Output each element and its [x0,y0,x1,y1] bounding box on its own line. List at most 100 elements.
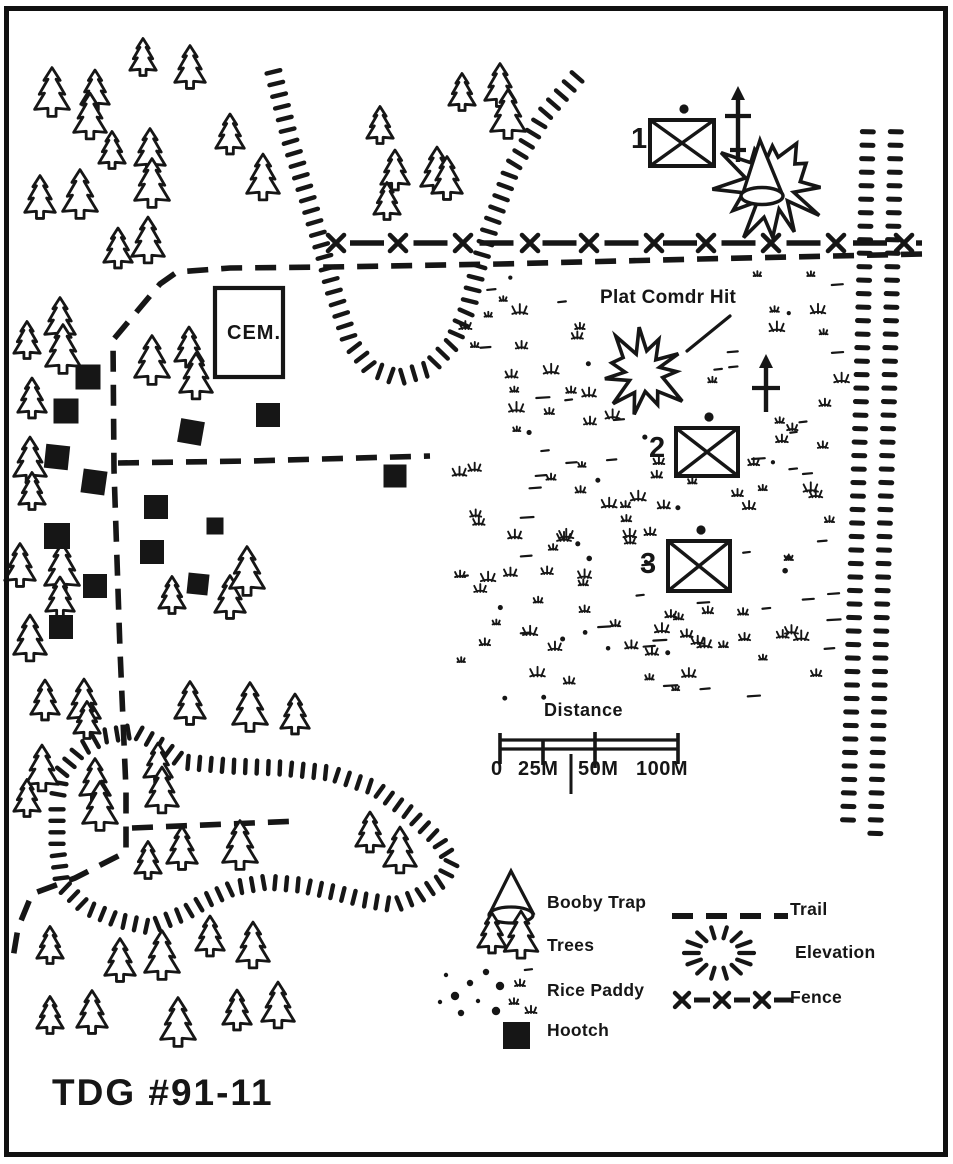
tree-icon [382,825,418,875]
elevation-hachure [80,739,91,755]
elevation-hachure [353,350,370,364]
elevation-hachure [125,723,132,741]
legend-label-hootch: Hootch [547,1020,610,1040]
elevation-hachure [405,890,415,908]
tree-icon [12,613,48,663]
elevation-hachure [66,889,81,903]
elevation-hachure [49,852,67,859]
elevation-hachure [339,885,347,903]
fence-x-mark [893,232,915,254]
unit-size-dot [704,412,714,422]
hootch-icon [53,398,79,424]
elevation-hachure [278,126,297,134]
elevation-hachure [120,912,128,931]
tree-icon [133,840,163,880]
elevation-hachure [90,733,101,750]
tree-symbols [3,37,527,1048]
elevation-hachure [231,757,237,775]
elevation-hachure [87,901,97,918]
elevation-hachure [463,285,482,294]
tree-icon [24,743,60,793]
tree-icon [12,320,42,360]
elevation-hachure [219,756,226,775]
elevation-hachure [311,762,318,781]
elevation-hachure [108,910,118,927]
elevation-hachure [394,895,404,912]
fence-icon [672,990,792,1010]
unit-3-label: 3 [640,548,657,580]
elevation-hachure [427,355,442,370]
elevation-hachure [102,727,109,745]
elevation-hachure [97,905,107,923]
elevation-hachure [62,756,77,770]
elevation-hachure [185,753,191,772]
elevation-hachure [288,760,295,778]
elevation-hachure [316,880,324,898]
tree-icon [23,174,57,220]
elevation-hachure [435,346,450,361]
hootch-icon [44,523,70,549]
elevation-hachure [373,783,386,799]
elevation-icon [681,925,757,981]
elevation-hachure [382,790,395,806]
elevation-hachure [321,275,340,285]
tree-icon [72,700,102,740]
fence-line [325,232,922,254]
scale-tick-50m: 50M [578,758,619,780]
tree-icon [447,72,477,112]
elevation-hachure [254,758,260,776]
tree-icon [214,112,246,156]
elevation-hachure [52,875,70,882]
elevation-hachure [561,79,577,93]
hootch-icon [83,574,107,598]
elevation-hachure [361,891,369,909]
tree-icon [12,778,42,818]
elevation-hachure [538,106,554,121]
elevation-hachure [237,877,245,896]
elevation-hachure [308,229,327,238]
tree-icon [44,323,82,375]
tree-icon [213,574,247,620]
tree-icon [33,66,71,118]
elevation-hachure [417,820,431,835]
tree-icon [133,157,171,209]
legend-label-trees: Trees [547,935,595,955]
tree-icon [245,152,281,202]
elevation-hachure [196,754,203,773]
hootch-icon [80,468,108,496]
trail-line [131,818,301,831]
tree-icon [17,471,47,511]
scale-tick-100m: 100M [636,758,689,780]
elevation-hachure [75,897,89,911]
tree-icon [133,334,171,386]
elevation-hachure [305,218,324,227]
tree-icon [228,545,266,597]
tree-icon [130,215,166,265]
tree-icon [173,680,207,726]
unit-size-dot [696,525,706,535]
elevation-hachure [473,250,491,259]
hootch-icon [383,464,407,488]
elevation-hachure [54,765,70,779]
tree-icon [372,181,402,221]
elevation-hachure [275,114,294,123]
elevation-hachure [447,329,465,340]
elevation-hachure [438,868,455,879]
fence-x-mark [712,990,732,1010]
hootch-icon [186,572,210,596]
elevation-hachure [281,137,300,146]
elevation-hachure [424,880,436,897]
elevation-hachure [438,847,455,860]
rice-paddy-icon [437,968,538,1017]
tree-icon [173,44,207,90]
elevation-hachure [409,812,423,827]
elevation-hachure [335,321,354,331]
elevation-hachure [174,907,184,924]
hootch-icon [49,615,73,639]
elevation-hachure [398,367,407,386]
elevation-hachure [386,366,396,385]
elevation-hachure [298,195,317,204]
elevation-hachure [302,206,321,215]
elevation-hachure [346,341,363,355]
elevation-hachure [133,725,145,742]
